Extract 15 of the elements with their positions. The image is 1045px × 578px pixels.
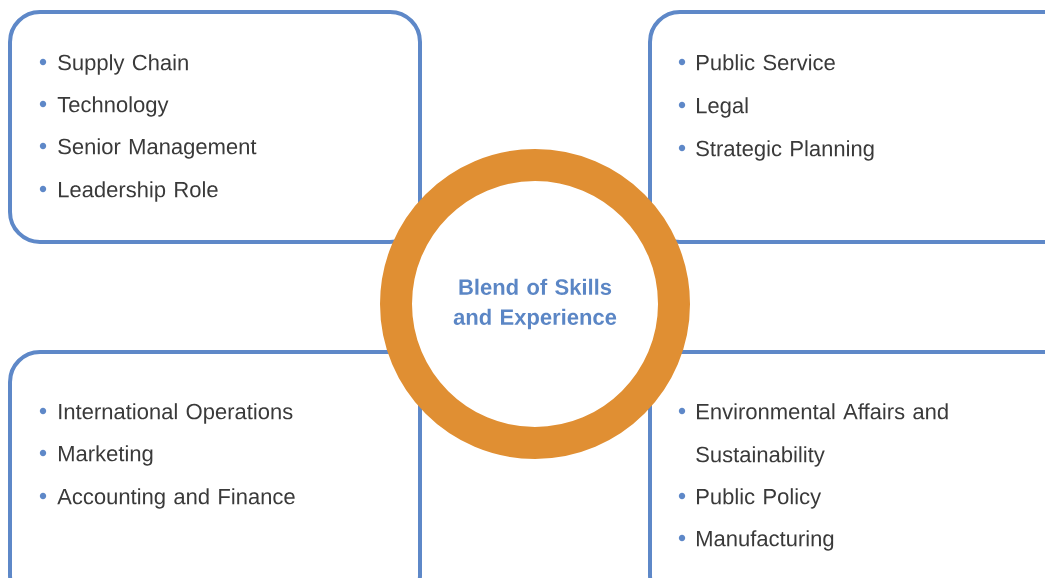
list-box (8, 10, 422, 244)
bullet-item: Manufacturing (678, 530, 834, 551)
bullet-item: Senior Management (39, 138, 257, 159)
bullet-item: Accounting and Finance (39, 488, 295, 509)
bullet-item: Public Policy (678, 488, 822, 509)
bullet-item: Marketing (39, 445, 153, 466)
bullet-item: Leadership Role (39, 181, 218, 202)
bullet-item: Legal (678, 97, 748, 118)
bullet-item: Technology (39, 96, 169, 117)
bullet-item: Public Service (678, 54, 835, 71)
bullet-item: Supply Chain (39, 54, 188, 75)
bullet-item: International Operations (39, 403, 293, 424)
list-box (648, 10, 1045, 244)
list-box (8, 350, 422, 578)
list-box (648, 350, 1045, 578)
